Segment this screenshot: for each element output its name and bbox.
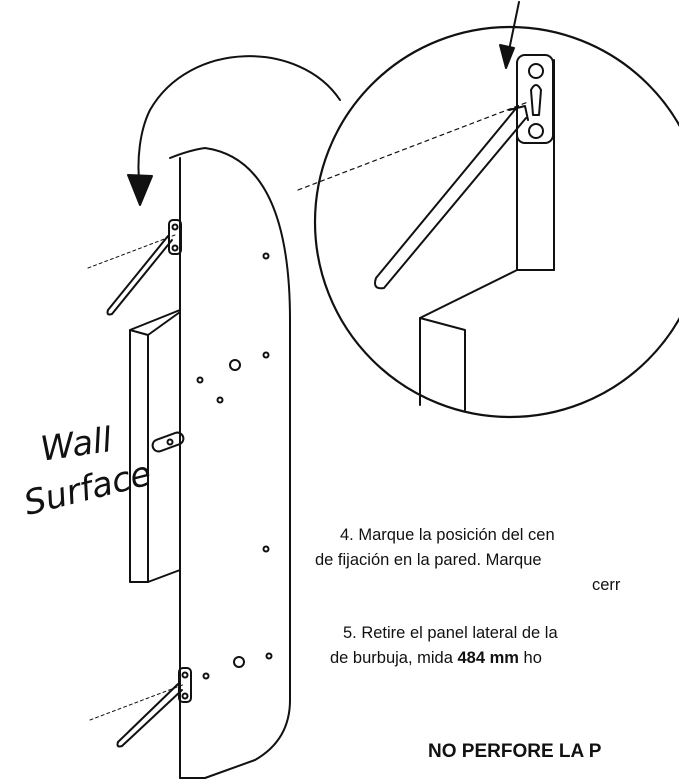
step-5-text-post: ho [518,649,542,667]
lower-bracket [89,667,192,748]
drill-warning: NO PERFORE LA P [428,741,602,762]
upper-bracket [87,219,182,316]
step-4-line-3: cerr [592,576,621,594]
step-4-line-1: 4. Marque la posición del cen [340,526,555,544]
step-5-line-1: 5. Retire el panel lateral de la [343,624,558,642]
spirit-level [129,309,185,583]
down-arrow-icon [499,1,520,69]
step-4-line-2: de fijación en la pared. Marque [315,551,542,569]
curved-arrow-icon [127,55,341,206]
magnified-detail [297,25,679,419]
side-panel [169,147,291,779]
measurement-value: 484 mm [457,649,519,667]
step-5-line-2: de burbuja, mida 484 mm ho [330,646,542,671]
step-5-text-pre: de burbuja, mida [330,649,458,667]
